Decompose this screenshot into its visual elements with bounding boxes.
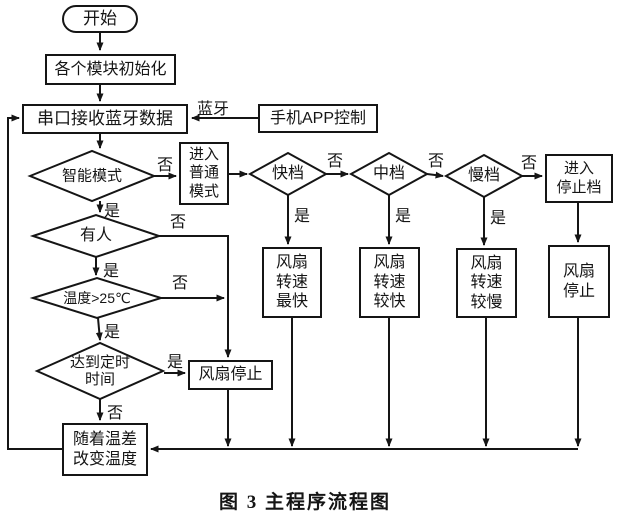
decision-person bbox=[29, 213, 163, 259]
node-phone-app-control: 手机APP控制 bbox=[258, 104, 378, 133]
edge-temp-yes-timer bbox=[95, 317, 103, 341]
label-temp-yes: 是 bbox=[104, 324, 121, 341]
node-fan-stop-right: 风扇 停止 bbox=[548, 245, 610, 318]
label-mid-no: 否 bbox=[428, 153, 445, 170]
node-enter-stop-gear: 进入 停止档 bbox=[545, 154, 613, 203]
node-start: 开始 bbox=[62, 5, 138, 33]
edge-tempchange-loop-serial bbox=[7, 114, 62, 450]
label-fast-yes: 是 bbox=[294, 208, 311, 225]
label-slow-no: 否 bbox=[521, 155, 538, 172]
edge-person-no-fanstopmid bbox=[159, 235, 232, 358]
label-temp-no: 否 bbox=[172, 275, 189, 292]
label-timer-yes: 是 bbox=[167, 354, 184, 371]
label-person-no: 否 bbox=[170, 214, 187, 231]
label-timer-no: 否 bbox=[107, 405, 124, 422]
figure-caption: 图 3 主程序流程图 bbox=[218, 492, 391, 513]
label-smart-no: 否 bbox=[157, 157, 174, 174]
decision-temperature bbox=[29, 276, 165, 320]
node-change-temp-by-diff: 随着温差 改变温度 bbox=[62, 423, 148, 476]
label-fast-no: 否 bbox=[327, 153, 344, 170]
decision-slow-gear bbox=[443, 153, 525, 199]
node-init-modules: 各个模块初始化 bbox=[45, 54, 176, 85]
label-bluetooth: 蓝牙 bbox=[197, 101, 230, 118]
node-fan-stop-mid: 风扇停止 bbox=[188, 360, 273, 390]
node-fan-speed-fastest: 风扇 转速 最快 bbox=[262, 247, 322, 318]
node-fan-speed-faster: 风扇 转速 较快 bbox=[359, 247, 420, 318]
decision-fast-gear bbox=[247, 151, 329, 197]
decision-smart-mode bbox=[27, 149, 157, 203]
node-fan-speed-slower: 风扇 转速 较慢 bbox=[456, 248, 517, 318]
edge-mid-no-slow bbox=[426, 171, 444, 179]
label-mid-yes: 是 bbox=[395, 208, 412, 225]
node-serial-receive-bluetooth: 串口接收蓝牙数据 bbox=[22, 104, 188, 134]
label-smart-yes: 是 bbox=[104, 203, 121, 220]
decision-timer bbox=[34, 341, 166, 401]
label-person-yes: 是 bbox=[103, 263, 120, 280]
node-enter-normal-mode: 进入 普通 模式 bbox=[179, 142, 229, 205]
label-slow-yes: 是 bbox=[490, 210, 507, 227]
decision-mid-gear bbox=[348, 151, 430, 197]
